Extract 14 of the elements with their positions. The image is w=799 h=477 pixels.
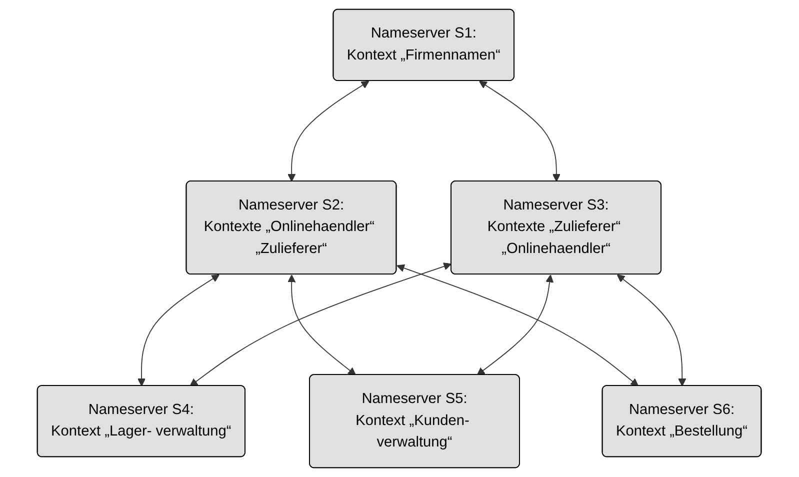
double-arrow [288, 274, 356, 376]
nameserver-box: Nameserver S4: Kontext „Lager- verwaltung“ [37, 385, 246, 458]
nameserver-box: Nameserver S6: Kontext „Bestellung“ [602, 385, 762, 458]
double-arrow [479, 80, 561, 182]
nameserver-box: Nameserver S3: Kontexte „Zulieferer“ „Onlinehaendler“ [450, 180, 662, 275]
nameserver-box: Nameserver S1: Kontext „Firmennamen“ [332, 8, 515, 81]
double-arrow [396, 264, 639, 386]
double-arrow [190, 262, 452, 386]
nameserver-box: Nameserver S2: Kontexte „Onlinehaendler“ „Zulieferer“ [186, 180, 397, 275]
double-arrow [138, 274, 220, 386]
double-arrow [477, 274, 554, 376]
double-arrow [288, 80, 370, 182]
double-arrow [617, 274, 686, 386]
nameserver-box: Nameserver S5: Kontext „Kunden- verwaltung“ [309, 374, 520, 468]
